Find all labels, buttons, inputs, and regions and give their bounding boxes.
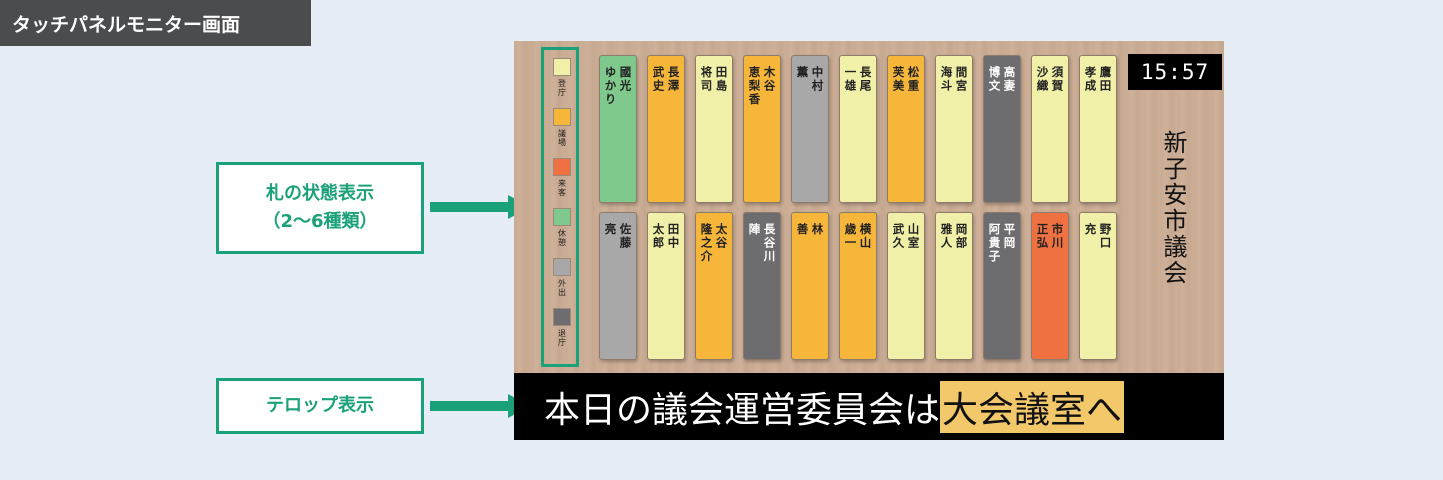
plate-given-name: 芙美 [891,66,906,93]
plate-surname: 市川 [1050,223,1065,250]
name-plate[interactable]: 山室武久 [887,212,925,360]
name-plate[interactable]: 長澤武史 [647,55,685,203]
plate-given-name: 歳一 [843,223,858,250]
plate-given-name: 阿貴子 [987,223,1002,264]
ticker-callout-label: テロップ表示 [266,395,374,416]
clock-display: 15:57 [1128,54,1222,90]
plate-surname: 山室 [906,223,921,250]
name-plate[interactable]: 横山歳一 [839,212,877,360]
plate-surname: 松重 [906,66,921,93]
legend-label: 議場 [557,129,567,147]
legend-label: 外出 [557,279,567,297]
name-plate[interactable]: 田島将司 [695,55,733,203]
plate-surname: 長尾 [858,66,873,93]
plate-surname: 須賀 [1050,66,1065,93]
status-display-callout: 札の状態表示 （2～6種類） [216,162,424,254]
legend-item: 退庁 [552,308,572,347]
name-plate[interactable]: 間宮海斗 [935,55,973,203]
council-name: 新子安市議会 [1159,130,1187,286]
name-plate[interactable]: 須賀沙織 [1031,55,1069,203]
legend-label: 休憩 [557,229,567,247]
plate-surname: 鷹田 [1098,66,1113,93]
plate-given-name: 孝成 [1083,66,1098,93]
plate-given-name: 正弘 [1035,223,1050,250]
ticker-bar: 本日の議会運営委員会は大会議室へ [514,373,1224,440]
plate-given-name: 武久 [891,223,906,250]
plate-surname: 田島 [714,66,729,93]
legend-item: 来客 [552,158,572,197]
plate-given-name: 武史 [651,66,666,93]
plate-surname: 高妻 [1002,66,1017,93]
name-plate[interactable]: 田中太郎 [647,212,685,360]
plate-surname: 長谷川 [762,223,777,264]
legend-swatch [553,108,571,126]
legend-label: 来客 [557,179,567,197]
plate-given-name: 恵梨香 [747,66,762,107]
plate-given-name: 善 [795,223,810,237]
legend-item: 議場 [552,108,572,147]
legend-label: 登庁 [557,79,567,97]
plate-given-name: 亮 [603,223,618,237]
name-plate[interactable]: 野口充 [1079,212,1117,360]
name-plate[interactable]: 鷹田孝成 [1079,55,1117,203]
name-plate[interactable]: 平岡阿貴子 [983,212,1021,360]
name-plate[interactable]: 中村薫 [791,55,829,203]
name-plate[interactable]: 長尾一雄 [839,55,877,203]
plate-surname: 國光 [618,66,633,93]
plate-surname: 中村 [810,66,825,93]
name-plate[interactable]: 高妻博文 [983,55,1021,203]
name-plate[interactable]: 松重芙美 [887,55,925,203]
plate-surname: 太谷 [714,223,729,250]
plate-given-name: 雅人 [939,223,954,250]
plate-surname: 田中 [666,223,681,250]
legend-swatch [553,258,571,276]
plate-given-name: ゆかり [603,66,618,107]
plate-surname: 野口 [1098,223,1113,250]
plate-surname: 林 [810,223,825,237]
plate-surname: 平岡 [1002,223,1017,250]
ticker-text: 本日の議会運営委員会は [544,389,941,431]
legend-item: 登庁 [552,58,572,97]
plate-given-name: 太郎 [651,223,666,250]
name-plate[interactable]: 國光ゆかり [599,55,637,203]
ticker-display-callout: テロップ表示 [216,378,424,434]
plate-given-name: 将司 [699,66,714,93]
plate-given-name: 一雄 [843,66,858,93]
plate-surname: 長澤 [666,66,681,93]
status-callout-line2: （2～6種類） [262,211,378,232]
status-callout-line1: 札の状態表示 [266,183,374,204]
name-plate[interactable]: 佐藤亮 [599,212,637,360]
plate-surname: 佐藤 [618,223,633,250]
plate-given-name: 沙織 [1035,66,1050,93]
legend-item: 休憩 [552,208,572,247]
plate-given-name: 充 [1083,223,1098,237]
name-plate[interactable]: 木谷恵梨香 [743,55,781,203]
legend-swatch [553,158,571,176]
legend-swatch [553,308,571,326]
plate-surname: 岡部 [954,223,969,250]
plate-surname: 間宮 [954,66,969,93]
name-plate[interactable]: 長谷川陣 [743,212,781,360]
name-plate[interactable]: 林善 [791,212,829,360]
page-title-tag: タッチパネルモニター画面 [0,0,311,46]
plate-surname: 横山 [858,223,873,250]
ticker-highlight: 大会議室へ [940,380,1125,433]
name-plate[interactable]: 太谷隆之介 [695,212,733,360]
legend-swatch [553,208,571,226]
plate-given-name: 隆之介 [699,223,714,264]
legend-label: 退庁 [557,329,567,347]
name-plate[interactable]: 岡部雅人 [935,212,973,360]
legend-swatch [553,58,571,76]
name-plate[interactable]: 市川正弘 [1031,212,1069,360]
plate-given-name: 博文 [987,66,1002,93]
plate-given-name: 陣 [747,223,762,237]
status-legend: 登庁議場来客休憩外出退庁 [541,47,579,367]
plate-given-name: 薫 [795,66,810,80]
plate-surname: 木谷 [762,66,777,93]
plate-given-name: 海斗 [939,66,954,93]
legend-item: 外出 [552,258,572,297]
